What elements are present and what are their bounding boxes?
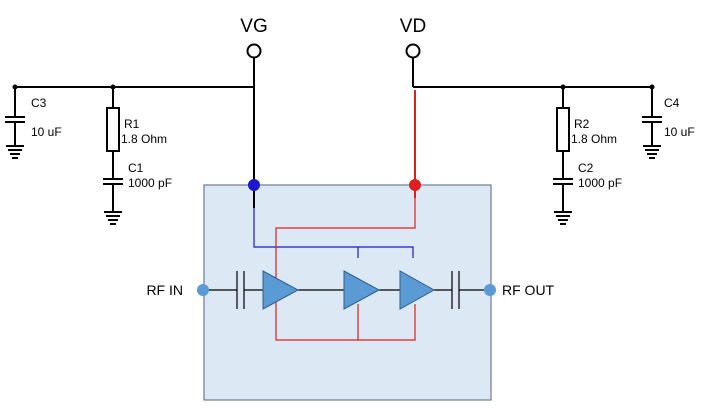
resistor-r2 <box>556 87 570 179</box>
rf-in-port <box>197 284 209 296</box>
rf-out-label: RF OUT <box>502 282 555 298</box>
gate-bias-pad <box>248 179 260 191</box>
gate-bias-internal <box>253 208 414 258</box>
c2-ref: C2 <box>578 161 594 175</box>
capacitor-c1 <box>103 178 123 212</box>
c3-ref: C3 <box>31 96 47 110</box>
ground-symbol-c3 <box>6 145 24 159</box>
c4-ref: C4 <box>664 96 680 110</box>
r1-value: 1.8 Ohm <box>121 132 167 146</box>
ground-symbol-c1 <box>104 211 122 225</box>
c3-value: 10 uF <box>31 125 62 139</box>
vd-terminal <box>405 43 421 59</box>
amplifier-stage-1 <box>262 270 300 310</box>
resistor-r1 <box>106 87 120 179</box>
vg-terminal <box>246 43 262 59</box>
c1-value: 1000 pF <box>128 176 172 190</box>
rf-in-label: RF IN <box>146 282 183 298</box>
capacitor-c4 <box>642 87 662 146</box>
rf-out-port <box>484 284 496 296</box>
vg-label: VG <box>240 16 267 37</box>
amplifier-stage-2 <box>343 270 381 310</box>
c1-ref: C1 <box>128 161 144 175</box>
ground-symbol-c4 <box>643 145 661 159</box>
ground-symbol-c2 <box>554 211 572 225</box>
capacitor-c2 <box>553 178 573 212</box>
r1-ref: R1 <box>124 117 140 131</box>
r2-ref: R2 <box>574 117 590 131</box>
c4-value: 10 uF <box>664 125 695 139</box>
vd-label: VD <box>400 16 426 37</box>
capacitor-c3 <box>5 87 25 146</box>
amplifier-stage-3 <box>399 270 436 310</box>
drain-bias-pad <box>409 179 421 191</box>
rf-signal-path <box>204 271 491 309</box>
c2-value: 1000 pF <box>578 176 622 190</box>
r2-value: 1.8 Ohm <box>571 132 617 146</box>
